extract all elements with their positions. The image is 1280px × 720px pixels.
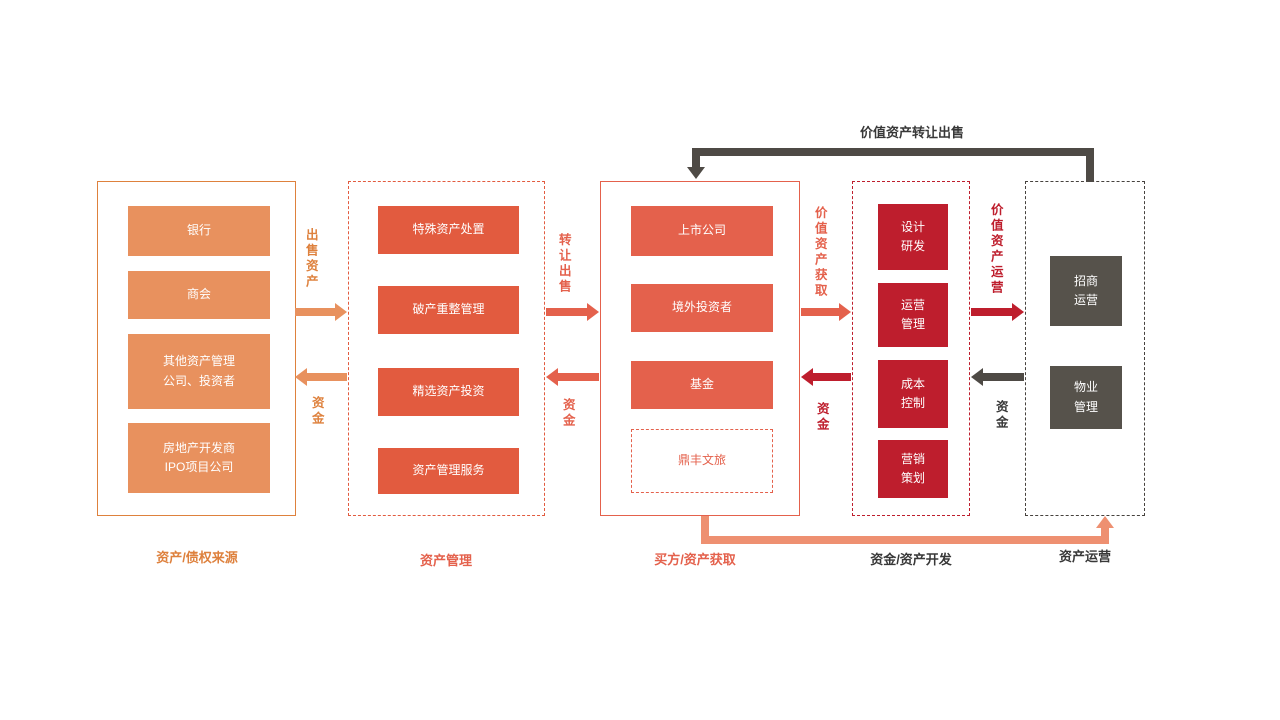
funds-to-buyer-arrow xyxy=(801,368,851,386)
developer-ipo-box: 房地产开发商 IPO项目公司 xyxy=(128,423,270,493)
funds-to-developer-label: 资金 xyxy=(993,400,1008,431)
funds-to-buyer-label: 资金 xyxy=(814,402,829,433)
overseas-investors-box: 境外投资者 xyxy=(631,284,773,332)
bankruptcy-restructuring-box: 破产重整管理 xyxy=(378,286,519,334)
asset-management-group-label: 资产管理 xyxy=(419,553,472,568)
operation-group-container: 招商 运营 物业 管理 xyxy=(1025,181,1145,516)
funds-to-source-label: 资金 xyxy=(309,396,324,427)
listed-company-box: 上市公司 xyxy=(631,206,773,256)
buyer-group-label: 买方/资产获取 xyxy=(654,552,736,567)
top-connector-label: 价值资产转让出售 xyxy=(860,125,965,140)
funds-to-developer-arrow xyxy=(971,368,1024,386)
development-group-label: 资金/资产开发 xyxy=(870,552,952,567)
select-asset-investment-box: 精选资产投资 xyxy=(378,368,519,416)
property-management-box: 物业 管理 xyxy=(1050,366,1122,429)
design-rd-box: 设计 研发 xyxy=(878,204,948,270)
funds-to-source-arrow xyxy=(295,368,347,386)
value-asset-operation-label: 价值资产运营 xyxy=(988,203,1003,296)
value-asset-operation-arrow xyxy=(971,303,1024,321)
top-connector-arrowhead-icon xyxy=(687,167,705,179)
cost-control-box: 成本 控制 xyxy=(878,360,948,428)
bottom-connector-horizontal xyxy=(701,536,1109,544)
dingfeng-cultural-tourism-box: 鼎丰文旅 xyxy=(631,429,773,493)
other-asset-managers-box: 其他资产管理 公司、投资者 xyxy=(128,334,270,409)
asset-management-service-box: 资产管理服务 xyxy=(378,448,519,494)
special-asset-disposal-box: 特殊资产处置 xyxy=(378,206,519,254)
fund-box: 基金 xyxy=(631,361,773,409)
operation-group-label: 资产运营 xyxy=(1058,549,1111,564)
source-group-label: 资产/债权来源 xyxy=(156,550,238,565)
value-asset-acquisition-arrow xyxy=(801,303,851,321)
sell-assets-arrow xyxy=(295,303,347,321)
investment-promotion-operations-box: 招商 运营 xyxy=(1050,256,1122,326)
top-connector-horizontal xyxy=(692,148,1094,156)
development-group-container: 设计 研发 运营 管理 成本 控制 营销 策划 xyxy=(852,181,970,516)
funds-to-manager-arrow xyxy=(546,368,599,386)
bank-box: 银行 xyxy=(128,206,270,256)
marketing-planning-box: 营销 策划 xyxy=(878,440,948,498)
chamber-of-commerce-box: 商会 xyxy=(128,271,270,319)
top-connector-right-vertical xyxy=(1086,148,1094,182)
bottom-connector-right-vertical xyxy=(1101,528,1109,542)
bottom-connector-left-vertical xyxy=(701,516,709,542)
sell-assets-label: 出售资产 xyxy=(303,228,318,290)
funds-to-manager-label: 资金 xyxy=(560,398,575,429)
operations-management-box: 运营 管理 xyxy=(878,283,948,347)
bottom-connector-arrowhead-icon xyxy=(1096,516,1114,528)
transfer-sell-arrow xyxy=(546,303,599,321)
value-asset-acquisition-label: 价值资产获取 xyxy=(812,206,827,299)
asset-management-group-container: 特殊资产处置 破产重整管理 精选资产投资 资产管理服务 xyxy=(348,181,545,516)
source-group-container: 银行 商会 其他资产管理 公司、投资者 房地产开发商 IPO项目公司 xyxy=(97,181,296,516)
transfer-sell-label: 转让出售 xyxy=(556,233,571,295)
buyer-group-container: 上市公司 境外投资者 基金 鼎丰文旅 xyxy=(600,181,800,516)
top-connector-left-vertical xyxy=(692,148,700,168)
